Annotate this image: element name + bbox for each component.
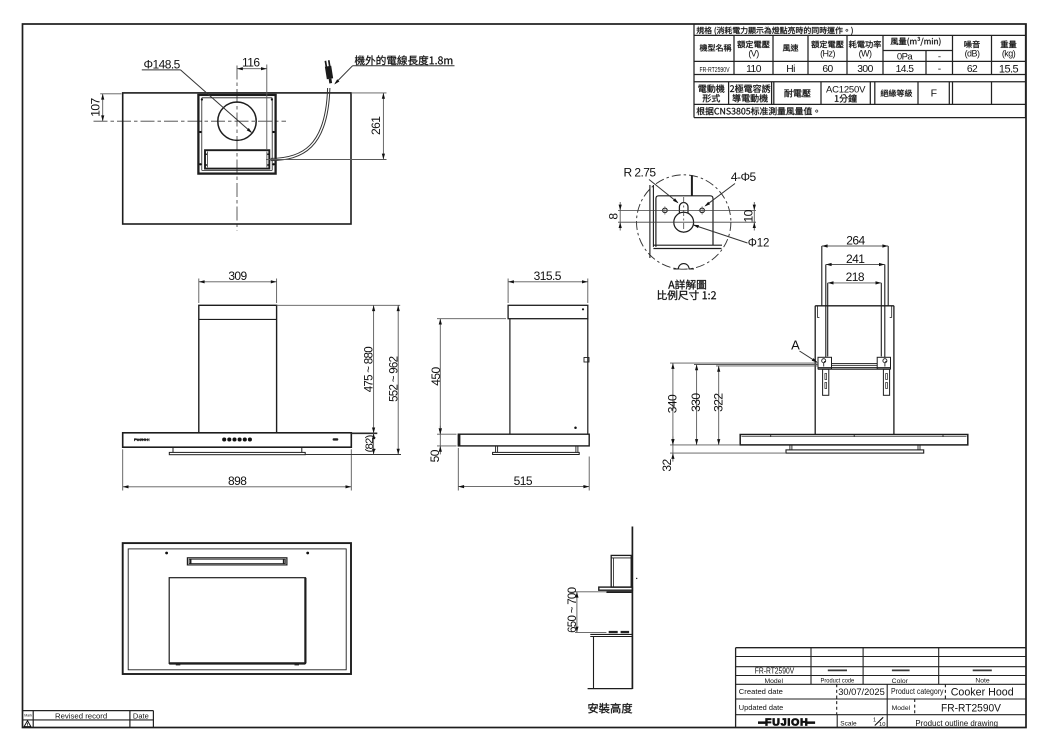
svg-text:(kg): (kg) xyxy=(1002,49,1016,59)
svg-text:Updated date: Updated date xyxy=(739,703,784,712)
svg-text:116: 116 xyxy=(242,56,260,70)
svg-text:Scale: Scale xyxy=(840,720,857,727)
svg-text:F: F xyxy=(931,88,937,100)
svg-text:315.5: 315.5 xyxy=(534,269,562,283)
svg-text:Hi: Hi xyxy=(786,64,795,75)
svg-text:30/07/2025: 30/07/2025 xyxy=(838,687,885,697)
svg-text:552 ~ 962: 552 ~ 962 xyxy=(388,356,400,401)
svg-text:Created date: Created date xyxy=(739,687,783,696)
svg-text:261: 261 xyxy=(369,116,383,135)
svg-text:10: 10 xyxy=(741,209,755,222)
svg-text:Note: Note xyxy=(975,678,990,685)
svg-text:Cooker Hood: Cooker Hood xyxy=(951,687,1014,699)
svg-text:Product category: Product category xyxy=(891,687,944,696)
svg-text:Mark: Mark xyxy=(24,713,32,717)
svg-text:Product code: Product code xyxy=(821,678,855,685)
svg-text:218: 218 xyxy=(846,270,865,284)
svg-text:-: - xyxy=(938,64,941,75)
svg-text:330: 330 xyxy=(689,393,703,412)
svg-text:FR-RT2590V: FR-RT2590V xyxy=(700,65,731,74)
svg-text:Model: Model xyxy=(764,678,783,685)
svg-text:Color: Color xyxy=(892,678,909,685)
svg-text:60: 60 xyxy=(822,64,833,75)
svg-text:309: 309 xyxy=(228,269,247,283)
svg-text:Φ12: Φ12 xyxy=(748,237,769,249)
svg-text:898: 898 xyxy=(228,474,247,488)
svg-text:1: 1 xyxy=(873,717,876,723)
svg-text:AC1250V: AC1250V xyxy=(826,84,866,95)
svg-text:50: 50 xyxy=(428,449,442,462)
svg-text:322: 322 xyxy=(711,393,725,412)
svg-text:Product outline drawing: Product outline drawing xyxy=(915,719,998,728)
svg-text:32: 32 xyxy=(660,459,674,472)
svg-text:(82): (82) xyxy=(364,434,376,452)
svg-text:(dB): (dB) xyxy=(965,49,980,59)
svg-text:515: 515 xyxy=(514,474,533,488)
svg-text:15.5: 15.5 xyxy=(999,63,1019,75)
svg-text:241: 241 xyxy=(846,252,865,266)
svg-text:FR-RT2590V: FR-RT2590V xyxy=(755,667,795,676)
svg-text:R 2.75: R 2.75 xyxy=(624,166,657,180)
svg-text:107: 107 xyxy=(89,97,103,116)
svg-text:Revised record: Revised record xyxy=(55,711,107,720)
svg-text:(W): (W) xyxy=(859,49,872,59)
svg-text:14.5: 14.5 xyxy=(896,64,915,75)
svg-text:4-Φ5: 4-Φ5 xyxy=(731,170,757,184)
svg-text:8: 8 xyxy=(607,213,621,220)
svg-text:Date: Date xyxy=(133,712,149,721)
svg-text:-: - xyxy=(938,52,941,63)
svg-text:650 ~ 700: 650 ~ 700 xyxy=(567,587,579,632)
svg-text:300: 300 xyxy=(857,64,873,75)
svg-text:10: 10 xyxy=(879,722,885,728)
svg-text:Φ148.5: Φ148.5 xyxy=(144,57,181,71)
svg-text:(Hz): (Hz) xyxy=(820,49,835,59)
svg-text:A: A xyxy=(791,338,800,353)
svg-text:(V): (V) xyxy=(748,49,759,59)
svg-text:475 ~ 880: 475 ~ 880 xyxy=(364,347,376,392)
svg-text:340: 340 xyxy=(666,394,680,413)
svg-text:0Pa: 0Pa xyxy=(897,52,914,63)
svg-text:450: 450 xyxy=(429,366,443,385)
svg-text:264: 264 xyxy=(846,233,865,247)
svg-text:FUJIOH: FUJIOH xyxy=(765,717,809,728)
svg-text:Model: Model xyxy=(892,705,911,712)
svg-text:62: 62 xyxy=(967,64,978,75)
svg-text:110: 110 xyxy=(746,64,762,75)
svg-text:FR-RT2590V: FR-RT2590V xyxy=(941,703,1002,715)
